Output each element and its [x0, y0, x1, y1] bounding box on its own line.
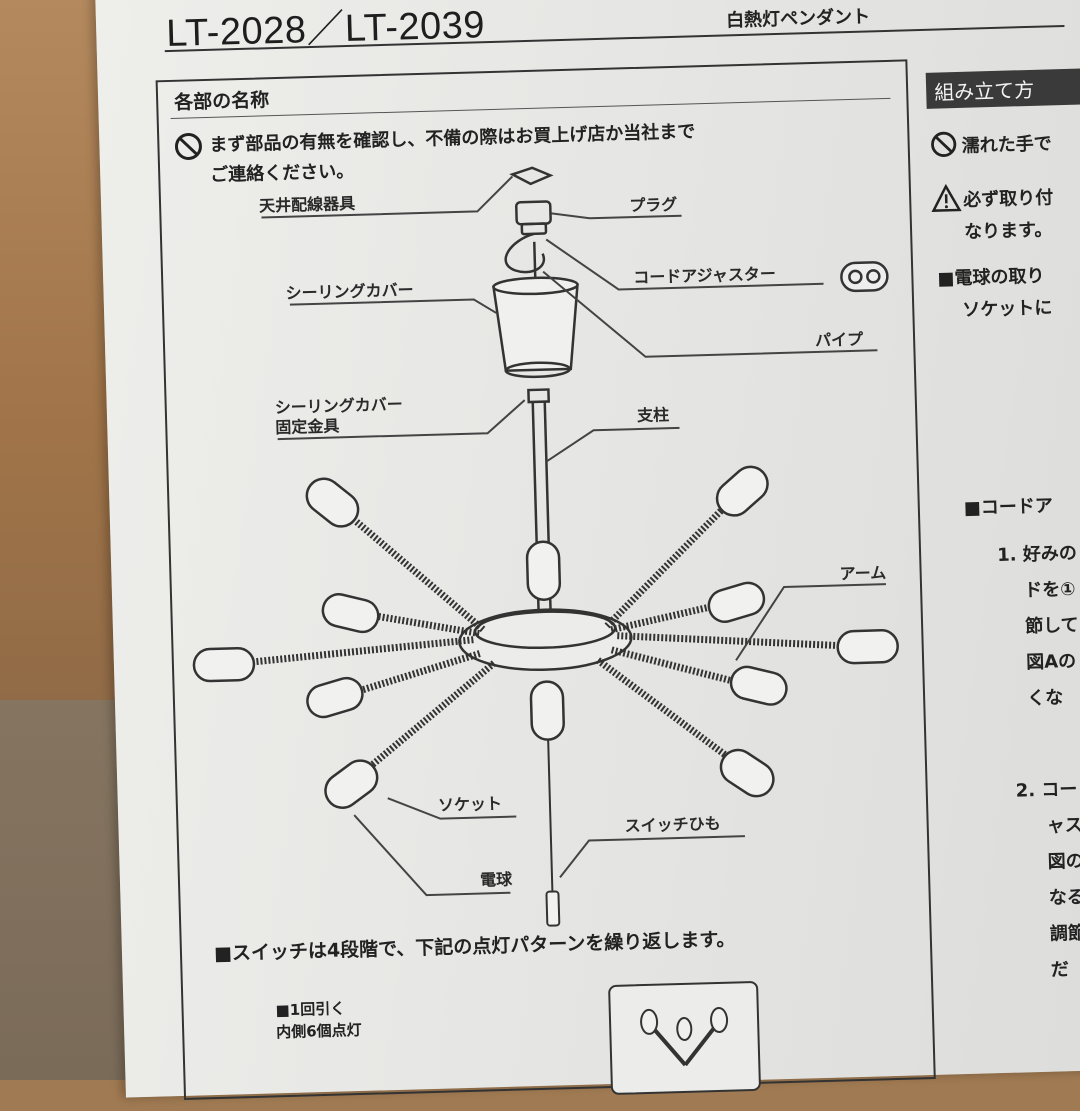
assembly-line: ャス — [1046, 811, 1080, 838]
ceiling-fixture-shape — [512, 167, 550, 184]
assembly-line: 図Aの — [1026, 647, 1077, 674]
assembly-line: 調節 — [1049, 919, 1080, 946]
assembly-line: 図の — [1047, 847, 1080, 874]
label-bulb: 電球 — [480, 870, 514, 890]
assembly-line: ■電球の取り — [937, 262, 1045, 291]
plug-shape — [516, 201, 551, 224]
parts-diagram: 天井配線器具 プラグ シーリングカバー コードアジャスター パイプ シーリングカ… — [160, 151, 933, 942]
caution-icon — [931, 184, 962, 213]
pipe-line — [534, 242, 535, 282]
label-cover-bracket-1: シーリングカバー — [275, 395, 403, 418]
label-post: 支柱 — [636, 405, 670, 425]
instruction-sheet: LT-2028／LT-2039 白熱灯ペンダント 各部の名称 まず部品の有無を確… — [95, 0, 1080, 1098]
assembly-line: 濡れた手で — [961, 129, 1052, 158]
label-arm: アーム — [839, 563, 886, 583]
parts-section-title: 各部の名称 — [174, 85, 270, 115]
prohibition-icon — [173, 131, 204, 162]
assembly-line: ソケットに — [962, 293, 1053, 322]
label-ceiling-fixture: 天井配線器具 — [259, 194, 356, 216]
pull-once-label: ■1回引く 内側6個点灯 — [275, 997, 362, 1043]
prohibition-icon — [929, 130, 958, 159]
assembly-line: 2. コー — [1015, 775, 1077, 803]
label-ceiling-cover: シーリングカバー — [285, 280, 413, 303]
cord-adjuster-icon — [841, 262, 888, 291]
label-cover-bracket-2: 固定金具 — [275, 416, 340, 437]
assembly-heading: 組み立て方 — [926, 68, 1080, 109]
assembly-line: だ — [1050, 955, 1069, 981]
label-pipe: パイプ — [815, 330, 865, 350]
parts-section: 各部の名称 まず部品の有無を確認し、不備の際はお買上げ店か当社まで ご連絡くださ… — [156, 59, 936, 1100]
pull-once-line-2: 内側6個点灯 — [276, 1019, 362, 1043]
assembly-title: 組み立て方 — [934, 74, 1035, 106]
switch-cord — [542, 739, 559, 925]
label-plug: プラグ — [629, 195, 678, 215]
cord-loop — [505, 234, 544, 273]
assembly-line: 必ず取り付 — [963, 183, 1054, 212]
lighting-pattern-diagram — [608, 981, 761, 1095]
assembly-line: なる — [1048, 883, 1080, 910]
assembly-line: 節して — [1025, 611, 1079, 638]
product-type: 白熱灯ペンダント — [726, 2, 871, 32]
table-shadow — [0, 700, 130, 1080]
assembly-section: 組み立て方 濡れた手で 必ず取り付 なります。 ■電球の取り ソケットに ■コー… — [925, 54, 1080, 1079]
assembly-line: くな — [1027, 683, 1064, 710]
ceiling-cover-shape — [494, 285, 580, 371]
lighting-pattern-icon — [610, 983, 759, 1093]
assembly-line: 1. 好みの — [997, 539, 1077, 567]
label-cord-adjuster: コードアジャスター — [633, 264, 776, 287]
label-switch-cord: スイッチひも — [624, 814, 721, 836]
assembly-line: ■コードア — [963, 491, 1053, 519]
label-socket: ソケット — [438, 794, 503, 815]
assembly-line: ドを① — [1024, 575, 1076, 602]
assembly-line: なります。 — [964, 215, 1053, 243]
pull-once-line-1: ■1回引く — [275, 997, 361, 1021]
